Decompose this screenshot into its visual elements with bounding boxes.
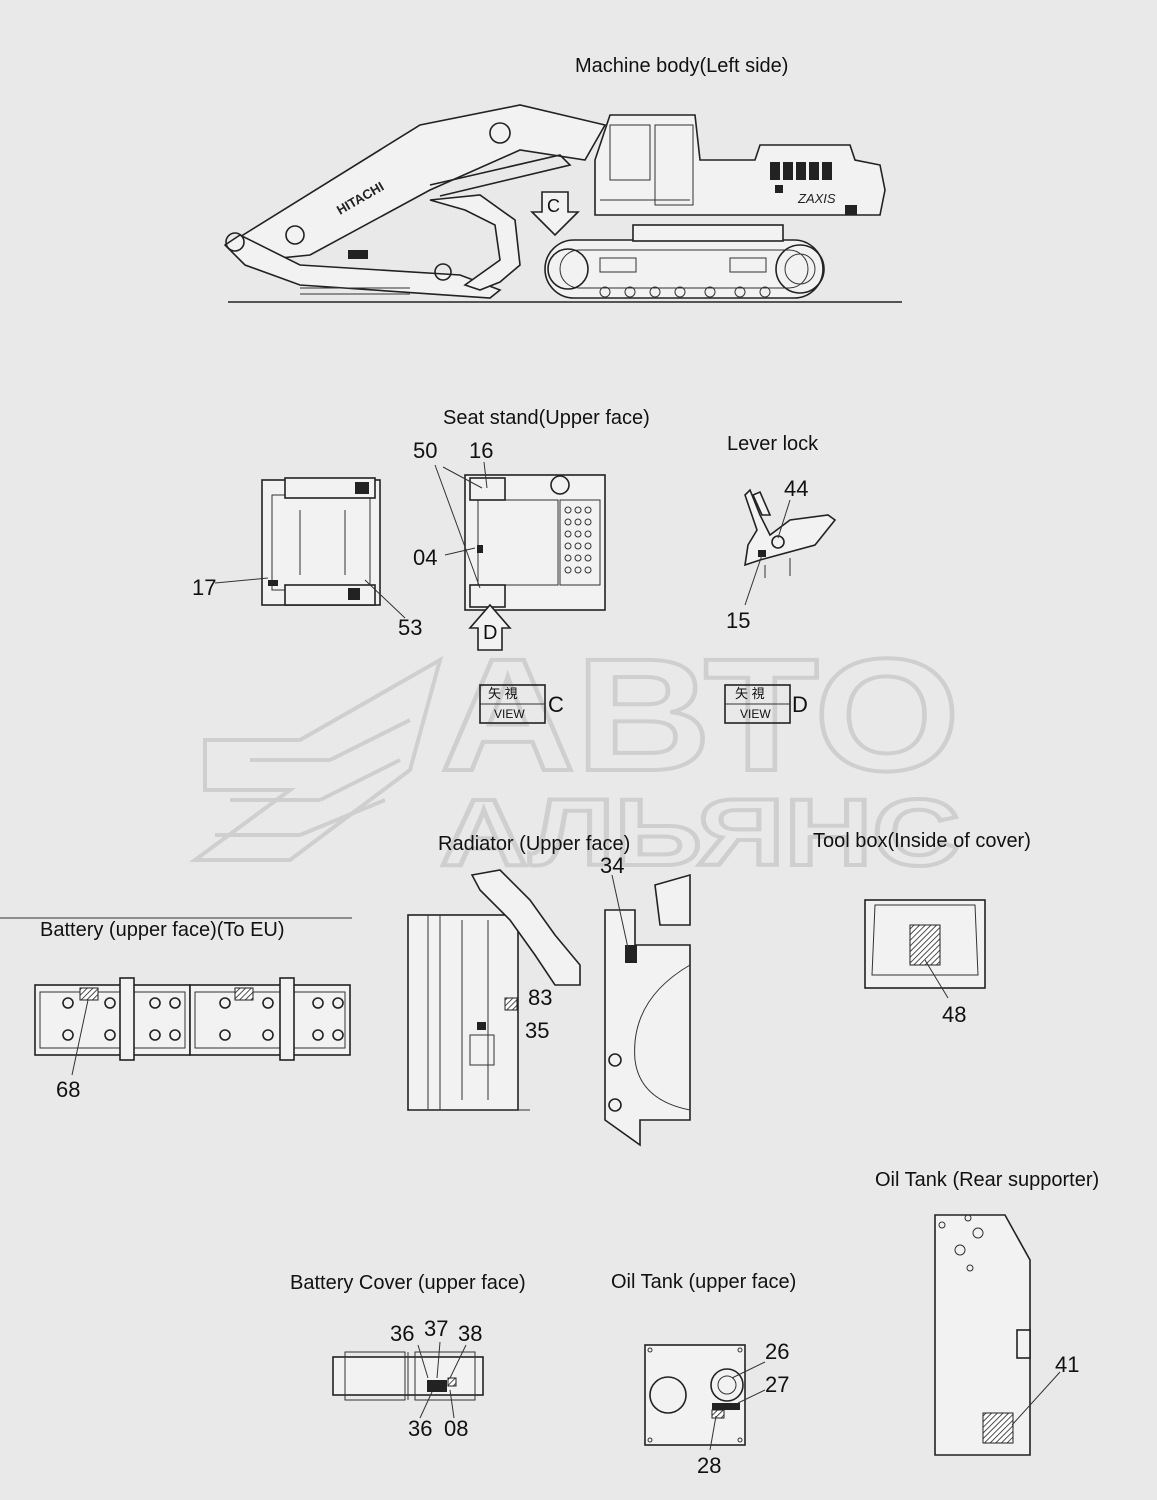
view-marker-c: C <box>547 196 560 216</box>
callout-37: 37 <box>424 1316 449 1341</box>
view-title-machine-body: Machine body(Left side) <box>575 55 789 77</box>
view-title-radiator: Radiator (Upper face) <box>438 833 631 855</box>
view-title-tool-box: Tool box(Inside of cover) <box>813 830 1031 852</box>
view-d-kanji: 矢 視 <box>735 686 765 701</box>
radiator-front-drawing <box>407 869 581 1111</box>
view-title-oil-tank-upper: Oil Tank (upper face) <box>611 1271 797 1293</box>
callout-16: 16 <box>469 438 494 463</box>
watermark-text-2: АЛЬЯНС <box>440 780 960 886</box>
callout-35: 35 <box>525 1018 550 1043</box>
battery-cover-drawing <box>332 1341 484 1419</box>
callout-50: 50 <box>413 438 438 463</box>
view-title-battery-cover: Battery Cover (upper face) <box>290 1272 526 1294</box>
view-c-letter: C <box>548 692 564 717</box>
lever-lock-drawing <box>744 488 837 606</box>
callout-17: 17 <box>192 575 217 600</box>
view-title-oil-tank-rear: Oil Tank (Rear supporter) <box>875 1169 1100 1191</box>
tool-box-drawing <box>864 899 986 999</box>
callout-28: 28 <box>697 1453 722 1478</box>
view-d-word: VIEW <box>740 707 771 721</box>
battery-drawing <box>34 977 351 1076</box>
view-title-lever-lock: Lever lock <box>727 433 819 455</box>
callout-36-top: 36 <box>390 1321 415 1346</box>
callout-15: 15 <box>726 608 751 633</box>
view-d-box <box>724 684 791 724</box>
callout-36-bottom: 36 <box>408 1416 433 1441</box>
oil-tank-upper-drawing <box>644 1344 766 1451</box>
callout-68: 68 <box>56 1077 81 1102</box>
view-title-seat-stand: Seat stand(Upper face) <box>443 407 650 429</box>
radiator-side-drawing <box>604 873 691 1147</box>
view-d-arrow <box>468 603 512 651</box>
callout-83: 83 <box>528 985 553 1010</box>
watermark-logo <box>188 655 444 862</box>
view-d-letter: D <box>792 692 808 717</box>
callout-08: 08 <box>444 1416 469 1441</box>
watermark-text-1: АВТО <box>440 625 960 804</box>
callout-48: 48 <box>942 1002 967 1027</box>
seat-stand-left-drawing <box>214 477 406 619</box>
model-marking: ZAXIS <box>797 191 836 206</box>
view-title-battery-eu: Battery (upper face)(To EU) <box>40 919 285 941</box>
callout-53: 53 <box>398 615 423 640</box>
view-marker-d: D <box>483 622 498 644</box>
callout-41: 41 <box>1055 1352 1080 1377</box>
oil-tank-rear-drawing <box>934 1214 1061 1456</box>
callout-27: 27 <box>765 1372 790 1397</box>
view-c-box <box>479 684 546 724</box>
callout-44: 44 <box>784 476 809 501</box>
callout-26: 26 <box>765 1339 790 1364</box>
seat-stand-right-drawing <box>434 461 606 611</box>
callout-04: 04 <box>413 545 438 570</box>
callout-38: 38 <box>458 1321 483 1346</box>
view-c-word: VIEW <box>494 707 525 721</box>
view-c-kanji: 矢 視 <box>488 686 518 701</box>
view-c-arrow <box>530 191 580 237</box>
callout-34: 34 <box>600 853 625 878</box>
excavator-drawing: ZAXIS HITACHI <box>223 104 902 303</box>
